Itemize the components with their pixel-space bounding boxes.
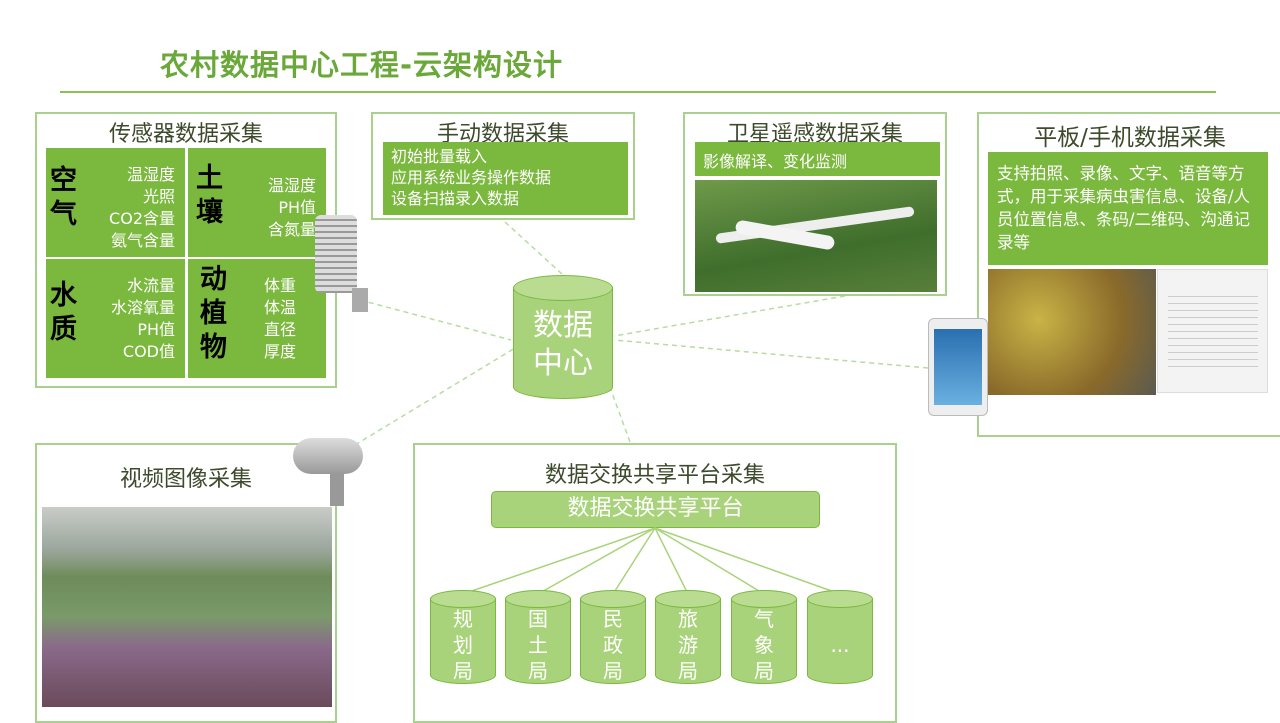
cell-head: 物 xyxy=(200,332,227,363)
item: 含氮量 xyxy=(267,220,316,239)
arrow-satellite xyxy=(613,295,846,337)
bureau-char: 局 xyxy=(603,659,623,683)
item: PH值 xyxy=(278,198,316,217)
bureau-char: 气 xyxy=(754,607,774,631)
arrow-sensor xyxy=(359,299,512,341)
bureau-char: 局 xyxy=(528,659,548,683)
item: 体温 xyxy=(264,298,297,317)
data-center-cylinder: 数据中心 xyxy=(513,275,613,401)
item: 体重 xyxy=(264,276,297,295)
cell-head: 水 xyxy=(50,280,77,311)
greenhouse-image xyxy=(42,507,332,707)
item: 初始批量载入 xyxy=(391,147,488,166)
center-label: 数据 xyxy=(533,308,593,343)
bureau-planning: 规划局 xyxy=(430,590,496,690)
certificate-image xyxy=(1157,269,1268,393)
bureau-char: ... xyxy=(830,633,850,657)
bureau-char: 局 xyxy=(453,659,473,683)
item: 水流量 xyxy=(126,276,175,295)
item: CO2含量 xyxy=(109,209,175,228)
page-title: 农村数据中心工程-云架构设计 xyxy=(160,48,564,82)
platform-bar: 数据交换共享平台 xyxy=(491,491,820,528)
bureau-tourism: 旅游局 xyxy=(655,590,721,690)
bureau-char: 土 xyxy=(528,633,548,657)
video-title: 视频图像采集 xyxy=(119,467,252,492)
item: 氨气含量 xyxy=(110,231,175,250)
bureau-more: ... xyxy=(807,590,873,690)
camera-image xyxy=(293,438,363,474)
sensor-bracket xyxy=(352,288,368,312)
bureau-char: 局 xyxy=(678,659,698,683)
cell-head: 空 xyxy=(50,165,77,196)
cell-head: 气 xyxy=(50,199,77,230)
satellite-desc: 影像解译、变化监测 xyxy=(695,142,940,176)
arrow-video xyxy=(354,347,516,446)
item: 应用系统业务操作数据 xyxy=(391,168,552,187)
cell-head: 壤 xyxy=(196,197,223,228)
bureau-char: 国 xyxy=(528,607,548,631)
bureau-weather: 气象局 xyxy=(731,590,797,690)
cell-water: 水质 水流量水溶氧量 PH值 COD值 xyxy=(46,259,185,378)
cell-head: 质 xyxy=(50,314,77,345)
tablet-image xyxy=(928,318,988,416)
bureau-char: 象 xyxy=(754,633,774,657)
item: 直径 xyxy=(264,320,297,339)
arrow-manual xyxy=(504,221,563,275)
sensor-device-image xyxy=(315,215,357,293)
title-divider xyxy=(60,91,1216,93)
cell-air: 空气 温湿度光照 CO2含量氨气含量 xyxy=(46,148,185,257)
item: PH值 xyxy=(137,320,175,339)
arrow-mobile xyxy=(613,339,929,369)
leaf-image xyxy=(988,269,1156,395)
bureau-civil: 民政局 xyxy=(580,590,646,690)
bureau-char: 局 xyxy=(754,659,774,683)
exchange-title: 数据交换共享平台采集 xyxy=(544,463,765,488)
cell-head: 植 xyxy=(200,298,227,329)
bureau-char: 游 xyxy=(678,633,698,657)
item: 温湿度 xyxy=(126,165,175,184)
bureau-char: 规 xyxy=(453,607,473,631)
bureau-char: 民 xyxy=(603,607,623,631)
cell-head: 动 xyxy=(200,264,227,295)
mobile-desc: 支持拍照、录像、文字、语音等方式，用于采集病虫害信息、设备/人员位置信息、条码/… xyxy=(988,152,1268,265)
bureau-char: 政 xyxy=(603,633,623,657)
item: 光照 xyxy=(142,187,175,206)
camera-mount xyxy=(330,474,344,506)
bureau-char: 旅 xyxy=(678,607,698,631)
bureau-char: 划 xyxy=(453,633,473,657)
item: 温湿度 xyxy=(267,176,316,195)
cell-head: 土 xyxy=(196,163,223,194)
center-label: 中心 xyxy=(533,346,593,381)
drone-image xyxy=(695,180,937,292)
item: COD值 xyxy=(122,342,175,361)
cell-soil: 土壤 温湿度 PH值含氮量 xyxy=(188,148,326,257)
mobile-title: 平板/手机数据采集 xyxy=(1034,125,1226,151)
item: 厚度 xyxy=(264,342,297,361)
item: 水溶氧量 xyxy=(110,298,175,317)
bureau-land: 国土局 xyxy=(505,590,571,690)
manual-list: 初始批量载入应用系统业务操作数据设备扫描录入数据 xyxy=(383,142,628,215)
cell-plants: 动植物 体重体温直径厚度 xyxy=(188,259,326,378)
sensor-title: 传感器数据采集 xyxy=(108,122,263,147)
item: 设备扫描录入数据 xyxy=(391,189,520,208)
